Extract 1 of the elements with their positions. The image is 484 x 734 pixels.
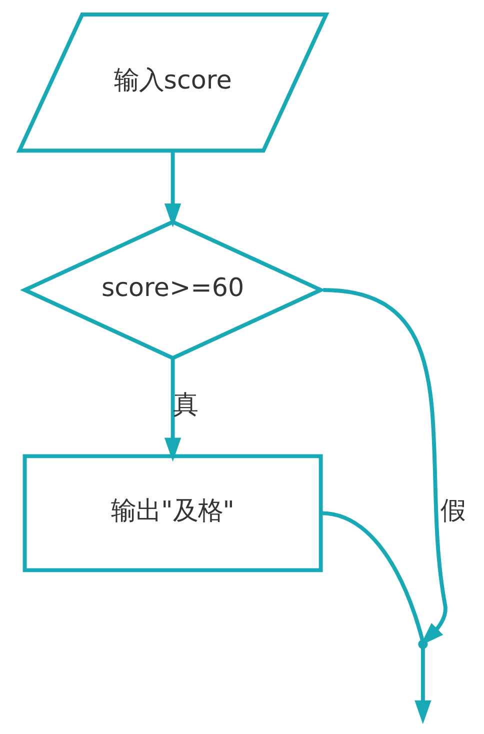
edge-label: 假 — [440, 495, 466, 526]
